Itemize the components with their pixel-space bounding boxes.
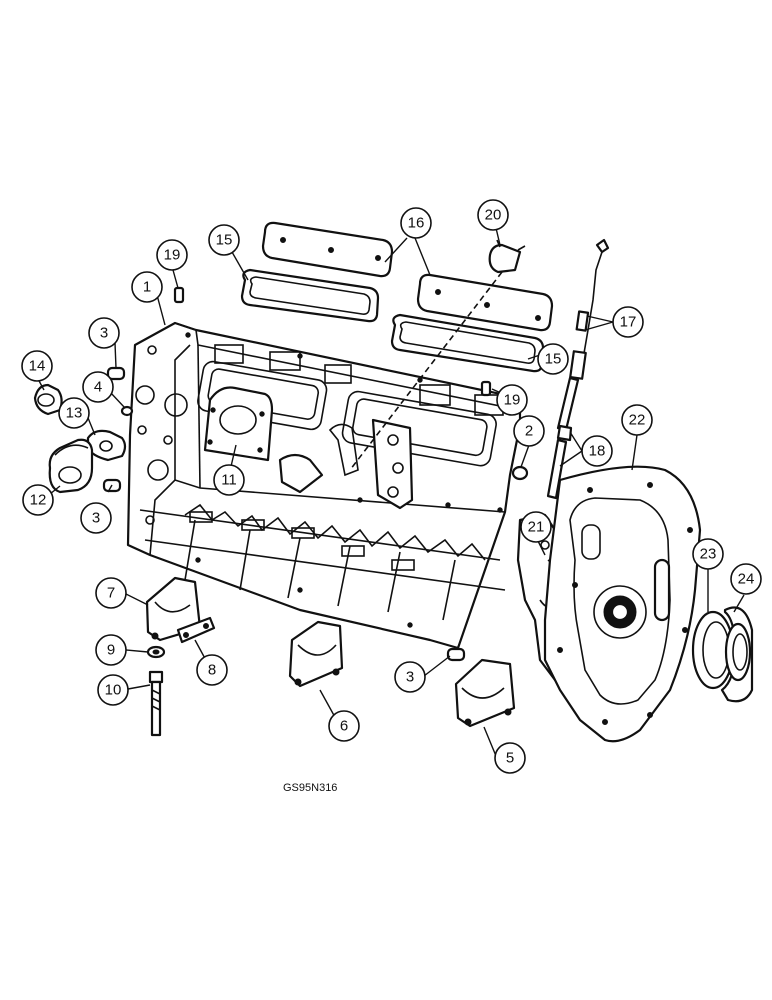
callout-label: 17 bbox=[620, 314, 637, 331]
cylinder-block bbox=[126, 321, 522, 650]
callout-label: 7 bbox=[107, 585, 115, 602]
callout-label: 15 bbox=[545, 351, 562, 368]
breather-dashed-line bbox=[349, 271, 503, 471]
callout-label: 2 bbox=[525, 423, 533, 440]
dowel-pins-and-plugs bbox=[102, 286, 529, 662]
callout-label: 5 bbox=[506, 750, 514, 767]
dipstick bbox=[546, 238, 610, 500]
callout-label: 19 bbox=[504, 392, 521, 409]
callout-12: 12 bbox=[22, 484, 54, 516]
callout-10: 10 bbox=[97, 674, 129, 706]
side-cover-gaskets bbox=[240, 268, 545, 373]
callout-label: 8 bbox=[208, 662, 216, 679]
callout-11: 11 bbox=[213, 464, 245, 496]
main-bearing-caps bbox=[145, 576, 516, 728]
bolt-and-washer bbox=[146, 645, 166, 737]
callout-3-upper: 3 bbox=[88, 317, 120, 349]
callout-19-upper: 19 bbox=[156, 239, 188, 271]
callout-24: 24 bbox=[730, 563, 762, 595]
figure-code: GS95N316 bbox=[283, 782, 337, 794]
callout-label: 24 bbox=[738, 571, 755, 588]
callout-9: 9 bbox=[95, 634, 127, 666]
callout-label: 13 bbox=[66, 405, 83, 422]
callout-15-upper: 15 bbox=[208, 224, 240, 256]
callout-label: 6 bbox=[340, 718, 348, 735]
callout-label: 16 bbox=[408, 215, 425, 232]
callout-3-lower: 3 bbox=[80, 502, 112, 534]
flywheel-housing bbox=[543, 465, 702, 743]
callout-label: 22 bbox=[629, 412, 646, 429]
callout-21: 21 bbox=[520, 511, 552, 543]
callout-15-lower: 15 bbox=[537, 343, 569, 375]
callout-7: 7 bbox=[95, 577, 127, 609]
callout-label: 18 bbox=[589, 443, 606, 460]
callout-label: 11 bbox=[221, 472, 237, 489]
callout-label: 9 bbox=[107, 642, 115, 659]
rear-seal-and-retainer bbox=[691, 606, 754, 703]
callout-label: 14 bbox=[29, 358, 46, 375]
callout-16: 16 bbox=[400, 207, 432, 239]
callout-label: 23 bbox=[700, 546, 717, 563]
callout-6: 6 bbox=[328, 710, 360, 742]
callout-2: 2 bbox=[513, 415, 545, 447]
callout-3-bottom: 3 bbox=[394, 661, 426, 693]
callout-18: 18 bbox=[581, 435, 613, 467]
callout-label: 3 bbox=[406, 669, 414, 686]
callout-22: 22 bbox=[621, 404, 653, 436]
callout-label: 15 bbox=[216, 232, 233, 249]
callout-8: 8 bbox=[196, 654, 228, 686]
callout-23: 23 bbox=[692, 538, 724, 570]
callout-label: 21 bbox=[528, 519, 545, 536]
callout-label: 1 bbox=[143, 279, 151, 296]
callout-19-lower: 19 bbox=[496, 384, 528, 416]
callout-1: 1 bbox=[131, 271, 163, 303]
callout-4: 4 bbox=[82, 371, 114, 403]
callout-17: 17 bbox=[612, 306, 644, 338]
breather bbox=[488, 239, 526, 274]
callout-14: 14 bbox=[21, 350, 53, 382]
callout-13: 13 bbox=[58, 397, 90, 429]
callout-label: 12 bbox=[30, 492, 47, 509]
callout-label: 20 bbox=[485, 207, 502, 224]
side-covers bbox=[261, 221, 554, 332]
callout-label: 4 bbox=[94, 379, 102, 396]
callout-label: 10 bbox=[105, 682, 122, 699]
callout-5: 5 bbox=[494, 742, 526, 774]
callout-label: 3 bbox=[92, 510, 100, 527]
water-outlet-and-thermostat bbox=[33, 383, 127, 494]
callout-label: 19 bbox=[164, 247, 181, 264]
callout-label: 3 bbox=[100, 325, 108, 342]
callout-20: 20 bbox=[477, 199, 509, 231]
